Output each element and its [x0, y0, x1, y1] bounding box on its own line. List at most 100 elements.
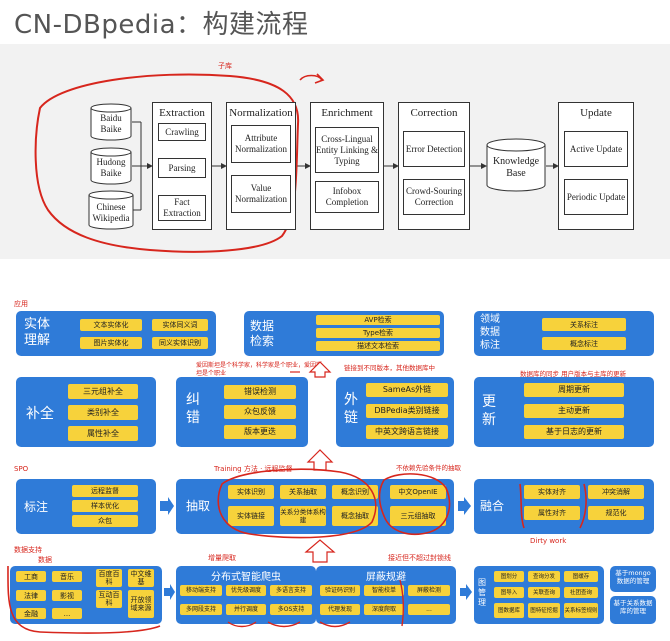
src-business: 工商 [16, 571, 46, 582]
item-graph-import: 图导入 [494, 587, 524, 598]
card-entity-understanding: 实体理解 文本实体化 实体同义词 图片实体化 同义实体识别 [16, 311, 216, 356]
item-related-query: 关联查询 [528, 587, 560, 598]
stage-head: Correction [410, 107, 458, 119]
item-block-detect: 屏蔽检测 [408, 585, 450, 596]
data-sub-label: 数据 [38, 556, 52, 564]
item-crowd-feedback: 众包反馈 [224, 405, 296, 419]
item-attr-completion: 属性补全 [68, 426, 138, 441]
item-concept-label: 概念标注 [542, 337, 626, 350]
item-multinet: 多网段支持 [180, 604, 222, 615]
section-app: 应用 [14, 300, 28, 308]
item-active-update: 主动更新 [524, 404, 624, 418]
card-title: 补全 [26, 406, 54, 422]
item-distant-supervision: 远程监督 [72, 485, 138, 497]
item-relation-rules: 关系标签规则 [564, 603, 598, 618]
item-image-entity: 图片实体化 [80, 337, 142, 349]
step-active-update: Active Update [564, 131, 628, 167]
card-title: 外链 [344, 392, 358, 426]
card-relational-db: 基于关系数据库的管理 [610, 596, 656, 624]
stage-head: Normalization [229, 107, 293, 119]
item-type-completion: 类别补全 [68, 405, 138, 420]
database-icon [90, 103, 132, 141]
note-block-line: 接近但不超过封锁线 [388, 554, 451, 562]
red-note-subdb: 子库 [218, 63, 232, 70]
stage-correction: Correction Error Detection Crowd-Souring… [398, 102, 470, 230]
item-sample-opt: 样本优化 [72, 500, 138, 512]
step-fact-extraction: Fact Extraction [158, 195, 206, 221]
database-icon [486, 138, 546, 192]
card-title: 纠错 [186, 392, 200, 426]
source-label: Chinese Wikipedia [92, 202, 130, 223]
item-block-more: ... [408, 604, 450, 615]
source-chinese-wikipedia: Chinese Wikipedia [88, 190, 134, 230]
item-concept-extract: 概念抽取 [332, 506, 378, 526]
item-dbpedia-link: DBPedia类别链接 [366, 404, 448, 418]
card-labeling: 标注 远程监督 样本优化 众包 [16, 479, 156, 534]
card-title: 实体理解 [24, 317, 51, 348]
item-multilang: 多语言支持 [270, 585, 312, 596]
note-version-link: 链接到不同版本，其他数据库中 [344, 364, 435, 372]
card-external-link: 外链 SameAs外链 DBPedia类别链接 中英文跨语言链接 [336, 377, 454, 447]
item-graph-db: 图数据库 [494, 603, 524, 618]
source-label: Baidu Baike [100, 113, 122, 134]
card-title: 基于关系数据库的管理 [613, 599, 653, 615]
stage-head: Extraction [159, 107, 205, 119]
card-graph-management: 图管理 图划分 查询分发 图缓存 图导入 关联查询 社团查询 图数据库 图特征挖… [474, 566, 604, 624]
card-data-sources: 工商 音乐 百度百科 中文维基 法律 影视 互动百科 开放领域来源 金融 ... [10, 566, 162, 624]
item-graph-partition: 图划分 [494, 571, 524, 582]
item-graph-cache: 图缓存 [564, 571, 598, 582]
src-film: 影视 [52, 590, 82, 601]
card-completion: 补全 三元组补全 类别补全 属性补全 [16, 377, 156, 447]
item-parallel: 并行调度 [226, 604, 266, 615]
note-db-sync: 数据库的同步 用户版本与主库的更新 [520, 370, 627, 378]
item-conflict-resolve: 冲突消解 [588, 485, 644, 499]
item-concept-recog: 概念识别 [332, 485, 378, 499]
card-block-evasion: 屏蔽规避 验证码识别 智能校单 屏蔽检测 代理发现 深度爬取 ... [316, 566, 456, 624]
src-law: 法律 [16, 590, 46, 601]
item-query-dispatch: 查询分发 [528, 571, 560, 582]
item-triple-completion: 三元组补全 [68, 384, 138, 399]
card-title: 基于mongo数据的管理 [615, 569, 651, 585]
stage-extraction: Extraction Crawling Parsing Fact Extract… [152, 102, 212, 230]
stage-enrichment: Enrichment Cross-Lingual Entity Linking … [310, 102, 384, 230]
step-periodic-update: Periodic Update [564, 179, 628, 215]
src-zhwiki: 中文维基 [128, 569, 154, 587]
note-dirty-work: Dirty work [530, 537, 567, 545]
database-icon [90, 147, 132, 185]
card-mongo: 基于mongo数据的管理 [610, 566, 656, 592]
item-community-query: 社团查询 [564, 587, 598, 598]
source-hudong-baike: Hudong Baike [90, 147, 132, 185]
item-chinese-openie: 中文OpenIE [390, 485, 446, 499]
item-sameas-link: SameAs外链 [366, 383, 448, 397]
stage-update: Update Active Update Periodic Update [558, 102, 634, 230]
note-openie: 不依赖先验条件的抽取 [396, 464, 461, 472]
item-error-detect: 错误检测 [224, 385, 296, 399]
src-more: ... [52, 608, 82, 619]
card-fusion: 融合 实体对齐 冲突消解 属性对齐 规范化 [474, 479, 654, 534]
src-hudong: 互动百科 [96, 590, 122, 608]
card-title: 更新 [482, 394, 496, 428]
step-error-detection: Error Detection [403, 131, 465, 167]
card-title: 数据检索 [250, 319, 275, 348]
item-graph-mining: 图特征挖掘 [528, 603, 560, 618]
item-entity-recog: 实体识别 [228, 485, 274, 499]
item-relation-taxonomy: 关系分类体系构建 [280, 506, 326, 526]
item-relation-label: 关系标注 [542, 318, 626, 331]
kb-label: Knowledge Base [492, 156, 540, 179]
src-baidu: 百度百科 [96, 569, 122, 587]
card-title: 图管理 [478, 578, 486, 607]
step-parsing: Parsing [158, 158, 206, 178]
step-value-normalization: Value Normalization [231, 175, 291, 213]
item-version-update: 版本更迭 [224, 425, 296, 439]
item-triple-extract: 三元组抽取 [390, 506, 446, 526]
src-open-domain: 开放领域来源 [128, 590, 154, 618]
step-crowd-correction: Crowd-Souring Correction [403, 179, 465, 215]
stage-head: Update [580, 107, 612, 119]
item-mobile: 移动端支持 [180, 585, 222, 596]
card-title: 屏蔽规避 [366, 572, 406, 583]
item-entity-link: 实体链接 [228, 506, 274, 526]
note-einstein: 爱因斯坦是个科学家，科学家是个职业，爱因斯坦是个职业 [196, 362, 323, 377]
item-crowdsource: 众包 [72, 515, 138, 527]
